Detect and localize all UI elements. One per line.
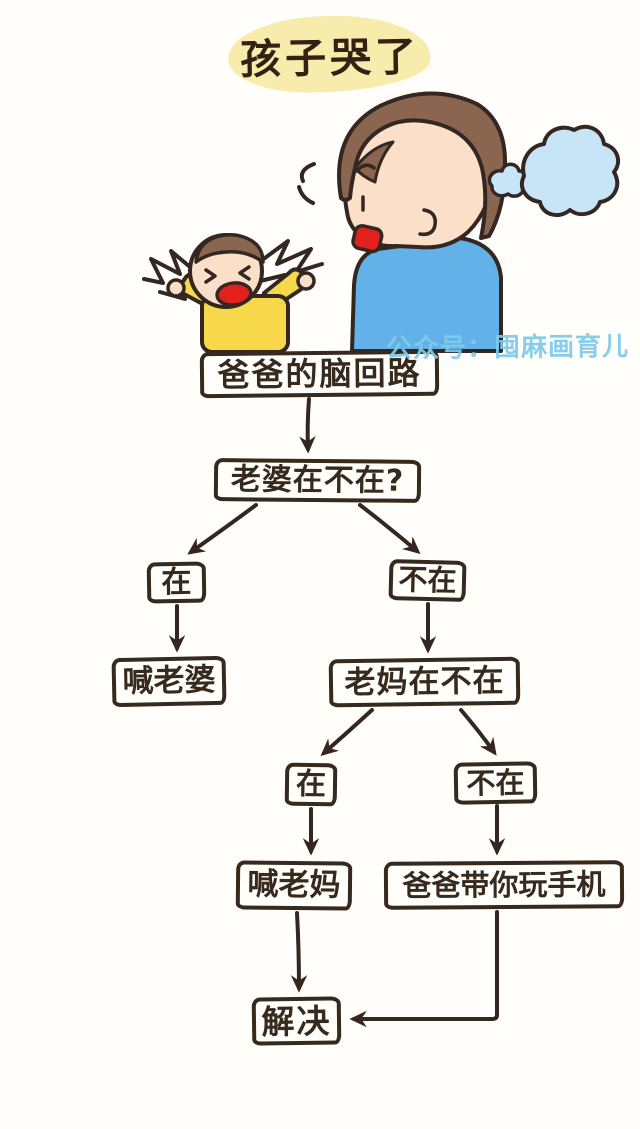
flow-node-wife-no-label: 不在 [398, 562, 457, 598]
flow-node-solved: 解决 [251, 996, 342, 1046]
sighing-dad-illustration [337, 91, 508, 353]
crying-baby-illustration [166, 233, 316, 354]
flow-node-call-mom-label: 喊老妈 [247, 866, 341, 904]
edge-callmom-solved [290, 911, 308, 993]
surprise-mark-icon [297, 162, 316, 205]
flow-node-call-mom: 喊老妈 [235, 860, 353, 911]
flow-node-play-phone: 爸爸带你玩手机 [383, 860, 625, 910]
edge-brain-wifeq [299, 397, 316, 454]
edge-momq-yes [320, 708, 374, 757]
flow-node-mom-question-label: 老妈在不在 [344, 662, 505, 701]
flow-node-wife-yes-label: 在 [161, 564, 192, 600]
flow-node-play-phone-label: 爸爸带你玩手机 [402, 866, 606, 903]
edge-playphone-solved [349, 910, 499, 1028]
flow-node-wife-question-label: 老婆在不在? [230, 461, 405, 499]
flow-node-mom-yes: 在 [284, 762, 338, 807]
flow-node-wife-no: 不在 [388, 559, 467, 602]
flow-node-wife-yes: 在 [146, 561, 207, 604]
edge-wifeq-no [358, 503, 421, 554]
flow-node-call-wife-label: 喊老婆 [122, 662, 216, 700]
flow-node-solved-label: 解决 [261, 1001, 332, 1041]
flow-node-mom-no-label: 不在 [466, 764, 525, 801]
watermark-text: 公众号：囤麻画育儿 [385, 331, 630, 365]
flow-connectors [168, 397, 506, 1028]
flow-node-wife-question: 老婆在不在? [213, 458, 422, 503]
sigh-cloud-icon [487, 124, 621, 218]
flow-node-mom-yes-label: 在 [295, 766, 327, 802]
edge-wifeq-yes [187, 503, 258, 555]
flow-node-call-wife: 喊老婆 [111, 655, 227, 708]
flow-node-mom-question: 老妈在不在 [328, 656, 521, 708]
edge-momq-no [459, 708, 497, 756]
page-title: 孩子哭了 [239, 32, 421, 84]
flow-node-mom-no: 不在 [453, 761, 538, 805]
